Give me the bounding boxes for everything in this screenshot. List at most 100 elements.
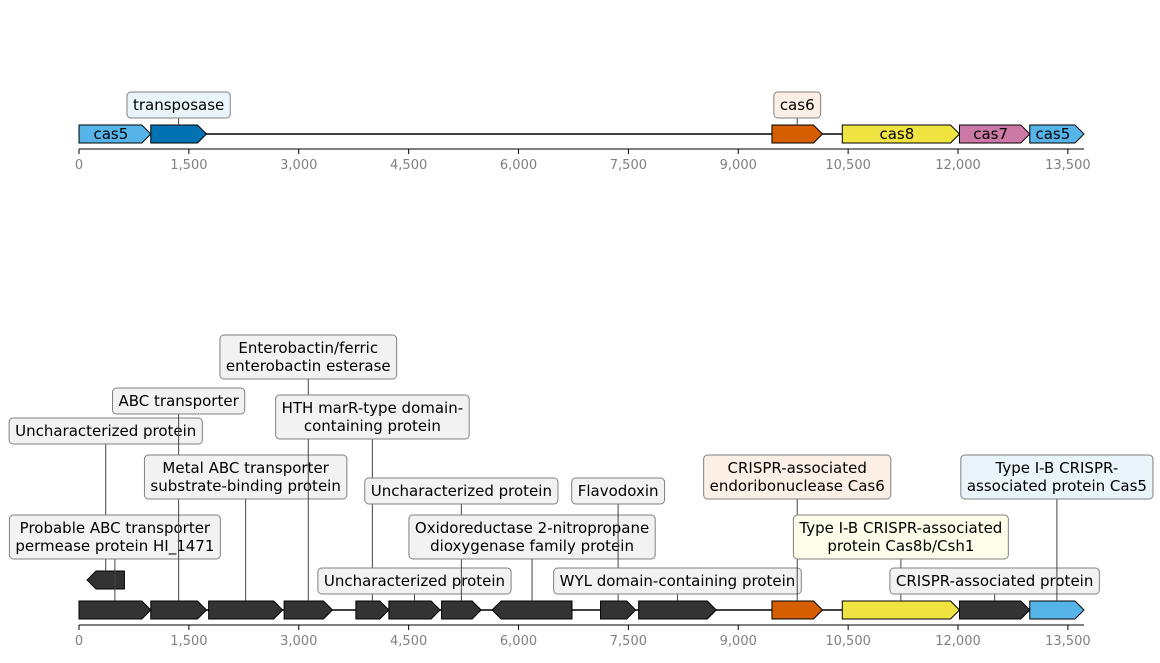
bottom-callout-text: protein Cas8b/Csh1 <box>827 537 974 555</box>
bottom-gene[interactable] <box>78 600 152 620</box>
top-tick-label: 13,500 <box>1045 158 1091 173</box>
top-tick-label: 4,500 <box>390 158 427 173</box>
top-callout-box <box>773 91 822 119</box>
bottom-tick-label: 6,000 <box>500 634 537 649</box>
bottom-callout: Oxidoreductase 2-nitropropanedioxygenase… <box>408 514 656 560</box>
bottom-callout-text: ABC transporter <box>119 392 240 410</box>
bottom-callout-box <box>275 394 470 440</box>
bottom-callout-text: Metal ABC transporter <box>162 459 329 477</box>
bottom-callout-text: dioxygenase family protein <box>430 537 634 555</box>
bottom-gene-raised[interactable] <box>86 570 125 590</box>
bottom-gene[interactable] <box>283 600 334 620</box>
bottom-callout-box <box>960 454 1154 500</box>
top-callout-text: transposase <box>133 96 224 114</box>
bottom-callout-box <box>889 567 1100 595</box>
bottom-tick-label: 10,500 <box>825 634 871 649</box>
bottom-callout-text: Flavodoxin <box>578 482 659 500</box>
top-gene[interactable] <box>958 124 1031 144</box>
bottom-gene[interactable] <box>441 600 482 620</box>
bottom-callout: HTH marR-type domain-containing protein <box>275 394 470 440</box>
bottom-tick-label: 1,500 <box>170 634 207 649</box>
bottom-callout-text: CRISPR-associated <box>728 459 867 477</box>
bottom-callout: Type I-B CRISPR-associated protein Cas5 <box>960 454 1154 500</box>
bottom-callout: Uncharacterized protein <box>317 567 512 595</box>
bottom-callout-text: Type I-B CRISPR-associated <box>798 519 1002 537</box>
bottom-tick-label: 9,000 <box>720 634 757 649</box>
bottom-gene[interactable] <box>388 600 441 620</box>
bottom-callout-text: Uncharacterized protein <box>371 482 552 500</box>
top-tick-label: 6,000 <box>500 158 537 173</box>
top-tick-label: 12,000 <box>935 158 981 173</box>
bottom-gene[interactable] <box>208 600 284 620</box>
bottom-callout: Uncharacterized protein <box>364 477 559 505</box>
top-gene[interactable] <box>841 124 961 144</box>
bottom-callout-box <box>703 454 892 500</box>
top-tick-label: 1,500 <box>170 158 207 173</box>
bottom-callout-box <box>364 477 559 505</box>
bottom-callout-text: CRISPR-associated protein <box>896 572 1093 590</box>
top-tick-label: 10,500 <box>825 158 871 173</box>
bottom-gene[interactable] <box>150 600 208 620</box>
bottom-gene[interactable] <box>958 600 1031 620</box>
top-gene[interactable] <box>771 124 824 144</box>
bottom-callout-text: Uncharacterized protein <box>324 572 505 590</box>
bottom-callout-text: permease protein HI_1471 <box>15 537 214 556</box>
bottom-callout-box <box>8 417 203 445</box>
bottom-callout-text: enterobactin esterase <box>226 357 391 375</box>
top-callout: transposase <box>126 91 231 119</box>
top-callout-box <box>126 91 231 119</box>
bottom-callout-text: containing protein <box>304 417 441 435</box>
bottom-callout-text: Enterobactin/ferric <box>238 339 378 357</box>
bottom-tick-label: 7,500 <box>610 634 647 649</box>
top-gene[interactable] <box>78 124 152 144</box>
bottom-callout-text: HTH marR-type domain- <box>282 399 464 417</box>
bottom-callout-box <box>112 387 246 415</box>
bottom-callout-box <box>571 477 666 505</box>
bottom-callout: CRISPR-associated protein <box>889 567 1100 595</box>
top-gene[interactable] <box>1029 124 1085 144</box>
bottom-callout-box <box>143 454 348 500</box>
bottom-callout: Uncharacterized protein <box>8 417 203 445</box>
bottom-tick-label: 0 <box>75 634 83 649</box>
top-tick-label: 3,000 <box>280 158 317 173</box>
top-callout: cas6 <box>773 91 822 119</box>
bottom-callout-box <box>553 567 802 595</box>
bottom-callout-text: substrate-binding protein <box>150 477 340 495</box>
bottom-gene[interactable] <box>638 600 717 620</box>
bottom-tick-label: 3,000 <box>280 634 317 649</box>
top-gene-label: cas7 <box>973 125 1008 143</box>
bottom-callout-text: WYL domain-containing protein <box>560 572 796 590</box>
bottom-callout-text: associated protein Cas5 <box>967 477 1147 495</box>
bottom-gene-track: 0 1,500 3,000 4,500 6,000 7,500 9,000 10,500 12,… <box>8 334 1154 649</box>
bottom-callout-text: Probable ABC transporter <box>20 519 211 537</box>
top-gene-label: cas5 <box>93 125 128 143</box>
bottom-callout-text: endoribonuclease Cas6 <box>710 477 885 495</box>
top-tick-label: 7,500 <box>610 158 647 173</box>
bottom-callout-box <box>219 334 398 380</box>
top-tick-label: 0 <box>75 158 83 173</box>
top-gene-label: cas8 <box>879 125 914 143</box>
bottom-callout-box <box>792 514 1009 560</box>
bottom-gene[interactable] <box>1029 600 1085 620</box>
bottom-gene[interactable] <box>600 600 637 620</box>
bottom-gene[interactable] <box>491 600 573 620</box>
top-gene[interactable] <box>150 124 208 144</box>
bottom-tick-label: 12,000 <box>935 634 981 649</box>
bottom-callout-text: Uncharacterized protein <box>15 422 196 440</box>
bottom-tick-label: 4,500 <box>390 634 427 649</box>
top-tick-label: 9,000 <box>720 158 757 173</box>
top-callout-text: cas6 <box>780 96 815 114</box>
bottom-callout: WYL domain-containing protein <box>553 567 802 595</box>
bottom-gene[interactable] <box>841 600 961 620</box>
bottom-gene[interactable] <box>355 600 390 620</box>
bottom-callout-text: Oxidoreductase 2-nitropropane <box>415 519 649 537</box>
bottom-callout-box <box>317 567 512 595</box>
bottom-gene[interactable] <box>771 600 824 620</box>
